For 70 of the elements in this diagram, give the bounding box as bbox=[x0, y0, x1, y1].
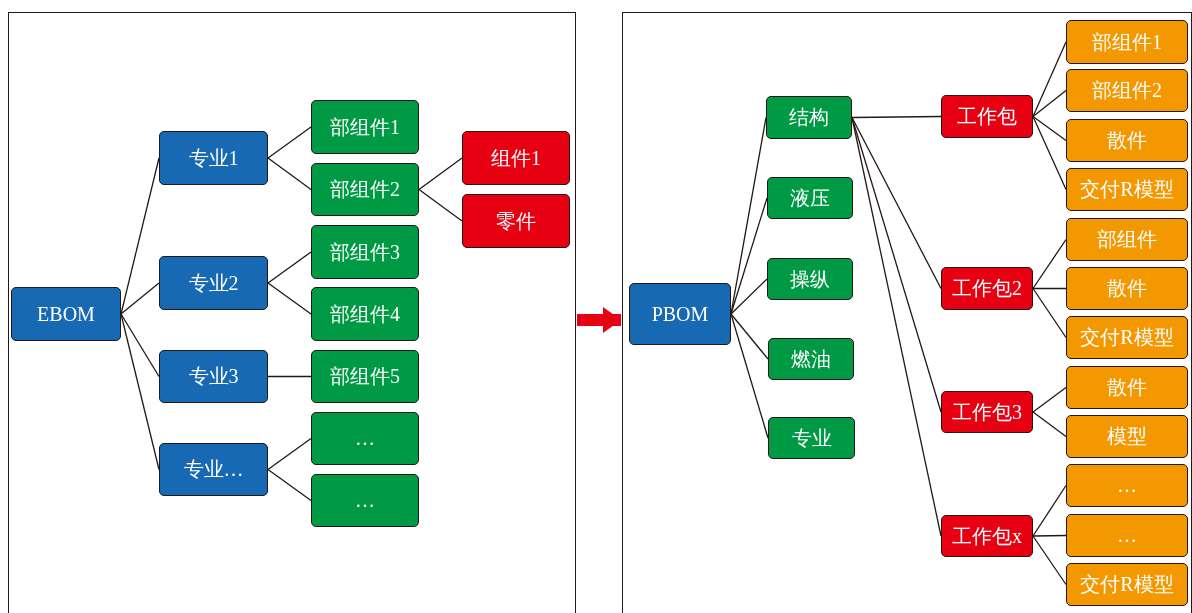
item-box: 部组件4 bbox=[311, 287, 419, 341]
item-box: 部组件2 bbox=[311, 163, 419, 216]
package-box: 工作包x bbox=[941, 515, 1033, 557]
connector-line bbox=[1032, 484, 1067, 537]
part-box: 部组件 bbox=[1066, 218, 1188, 261]
connector-line bbox=[1032, 287, 1067, 339]
connector-line bbox=[1032, 287, 1067, 290]
package-box: 工作包2 bbox=[941, 267, 1033, 310]
connector-line bbox=[1032, 534, 1067, 537]
connector-line bbox=[1032, 115, 1067, 142]
connector-line bbox=[267, 375, 312, 378]
connector-line bbox=[1032, 89, 1067, 118]
item-box: … bbox=[311, 474, 419, 527]
part-box: 交付R模型 bbox=[1066, 168, 1188, 211]
category-box: 专业… bbox=[159, 443, 268, 496]
item-box: 燃油 bbox=[768, 338, 854, 380]
part-box: 部组件2 bbox=[1066, 69, 1188, 112]
connector-line bbox=[267, 468, 312, 502]
item-box: 部组件1 bbox=[311, 100, 419, 154]
connector-line bbox=[120, 313, 160, 378]
connector-line bbox=[418, 188, 463, 222]
connector-line bbox=[267, 126, 312, 159]
connector-line bbox=[267, 157, 312, 191]
item-box: 部组件3 bbox=[311, 225, 419, 279]
panel-frame bbox=[622, 12, 1192, 613]
category-box: 专业3 bbox=[159, 350, 268, 403]
category-box: 专业1 bbox=[159, 131, 268, 185]
package-box: 工作包 bbox=[941, 95, 1033, 138]
part-box: 散件 bbox=[1066, 119, 1188, 162]
arrow bbox=[577, 307, 621, 333]
part-box: 部组件1 bbox=[1066, 20, 1188, 64]
item-box: 结构 bbox=[766, 96, 852, 139]
connector-line bbox=[267, 251, 312, 284]
panel-frame bbox=[8, 12, 576, 613]
part-box: … bbox=[1066, 514, 1188, 557]
connector-line bbox=[267, 437, 312, 471]
package-box: 零件 bbox=[462, 194, 570, 248]
part-box: … bbox=[1066, 464, 1188, 507]
part-box: 交付R模型 bbox=[1066, 563, 1188, 606]
item-box: 专业 bbox=[768, 417, 855, 459]
category-box: PBOM bbox=[629, 283, 731, 345]
item-box: … bbox=[311, 412, 419, 465]
part-box: 散件 bbox=[1066, 366, 1188, 409]
package-box: 组件1 bbox=[462, 131, 570, 185]
connector-line bbox=[851, 115, 942, 119]
connector-line bbox=[1032, 238, 1067, 290]
part-box: 交付R模型 bbox=[1066, 316, 1188, 359]
item-box: 液压 bbox=[767, 177, 853, 219]
connector-line bbox=[418, 157, 463, 191]
package-box: 工作包3 bbox=[941, 391, 1033, 433]
connector-line bbox=[1032, 411, 1067, 438]
connector-line bbox=[120, 313, 160, 471]
connector-line bbox=[1032, 386, 1067, 413]
connector-line bbox=[1032, 535, 1067, 586]
part-box: 模型 bbox=[1066, 415, 1188, 458]
connector-line bbox=[120, 282, 160, 315]
item-box: 部组件5 bbox=[311, 350, 419, 403]
item-box: 操纵 bbox=[767, 258, 853, 300]
category-box: 专业2 bbox=[159, 256, 268, 310]
connector-line bbox=[1032, 41, 1067, 118]
connector-line bbox=[120, 157, 160, 315]
connector-line bbox=[730, 313, 769, 439]
connector-line bbox=[267, 282, 312, 315]
part-box: 散件 bbox=[1066, 267, 1188, 310]
connector-line bbox=[730, 197, 768, 315]
connector-line bbox=[730, 278, 768, 315]
connector-line bbox=[851, 116, 942, 290]
connector-line bbox=[1032, 115, 1067, 191]
category-box: EBOM bbox=[11, 287, 121, 341]
connector-line bbox=[730, 313, 769, 360]
